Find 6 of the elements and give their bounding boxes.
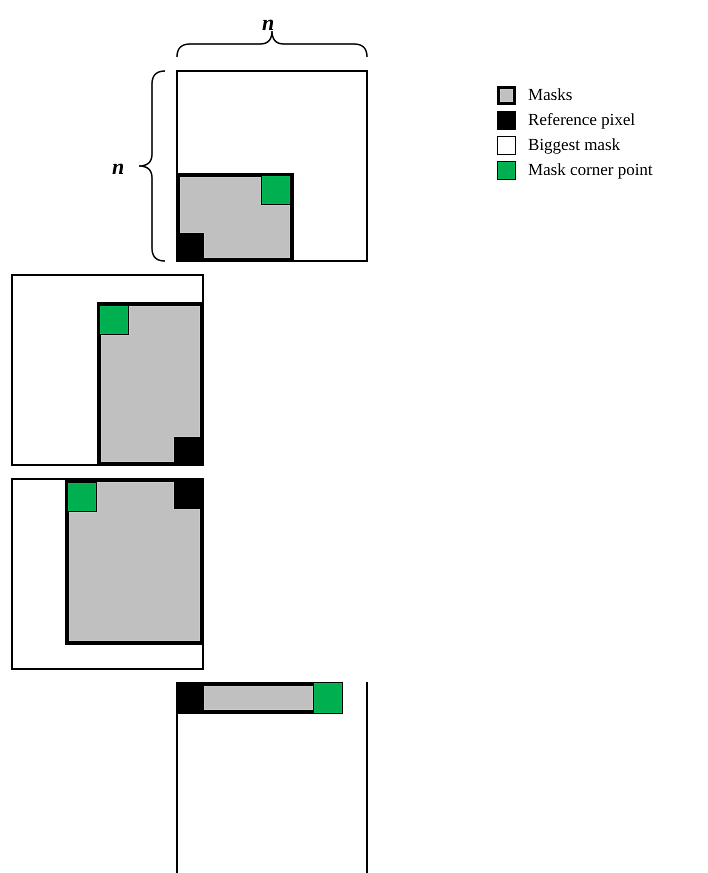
dimension-label: n xyxy=(112,153,124,181)
legend-text: Reference pixel xyxy=(528,109,636,132)
legend-text: Masks xyxy=(528,84,572,106)
dimension-label: n xyxy=(262,9,274,37)
legend-text: Mask corner point xyxy=(528,159,653,182)
legend-text: Biggest mask xyxy=(528,134,620,156)
